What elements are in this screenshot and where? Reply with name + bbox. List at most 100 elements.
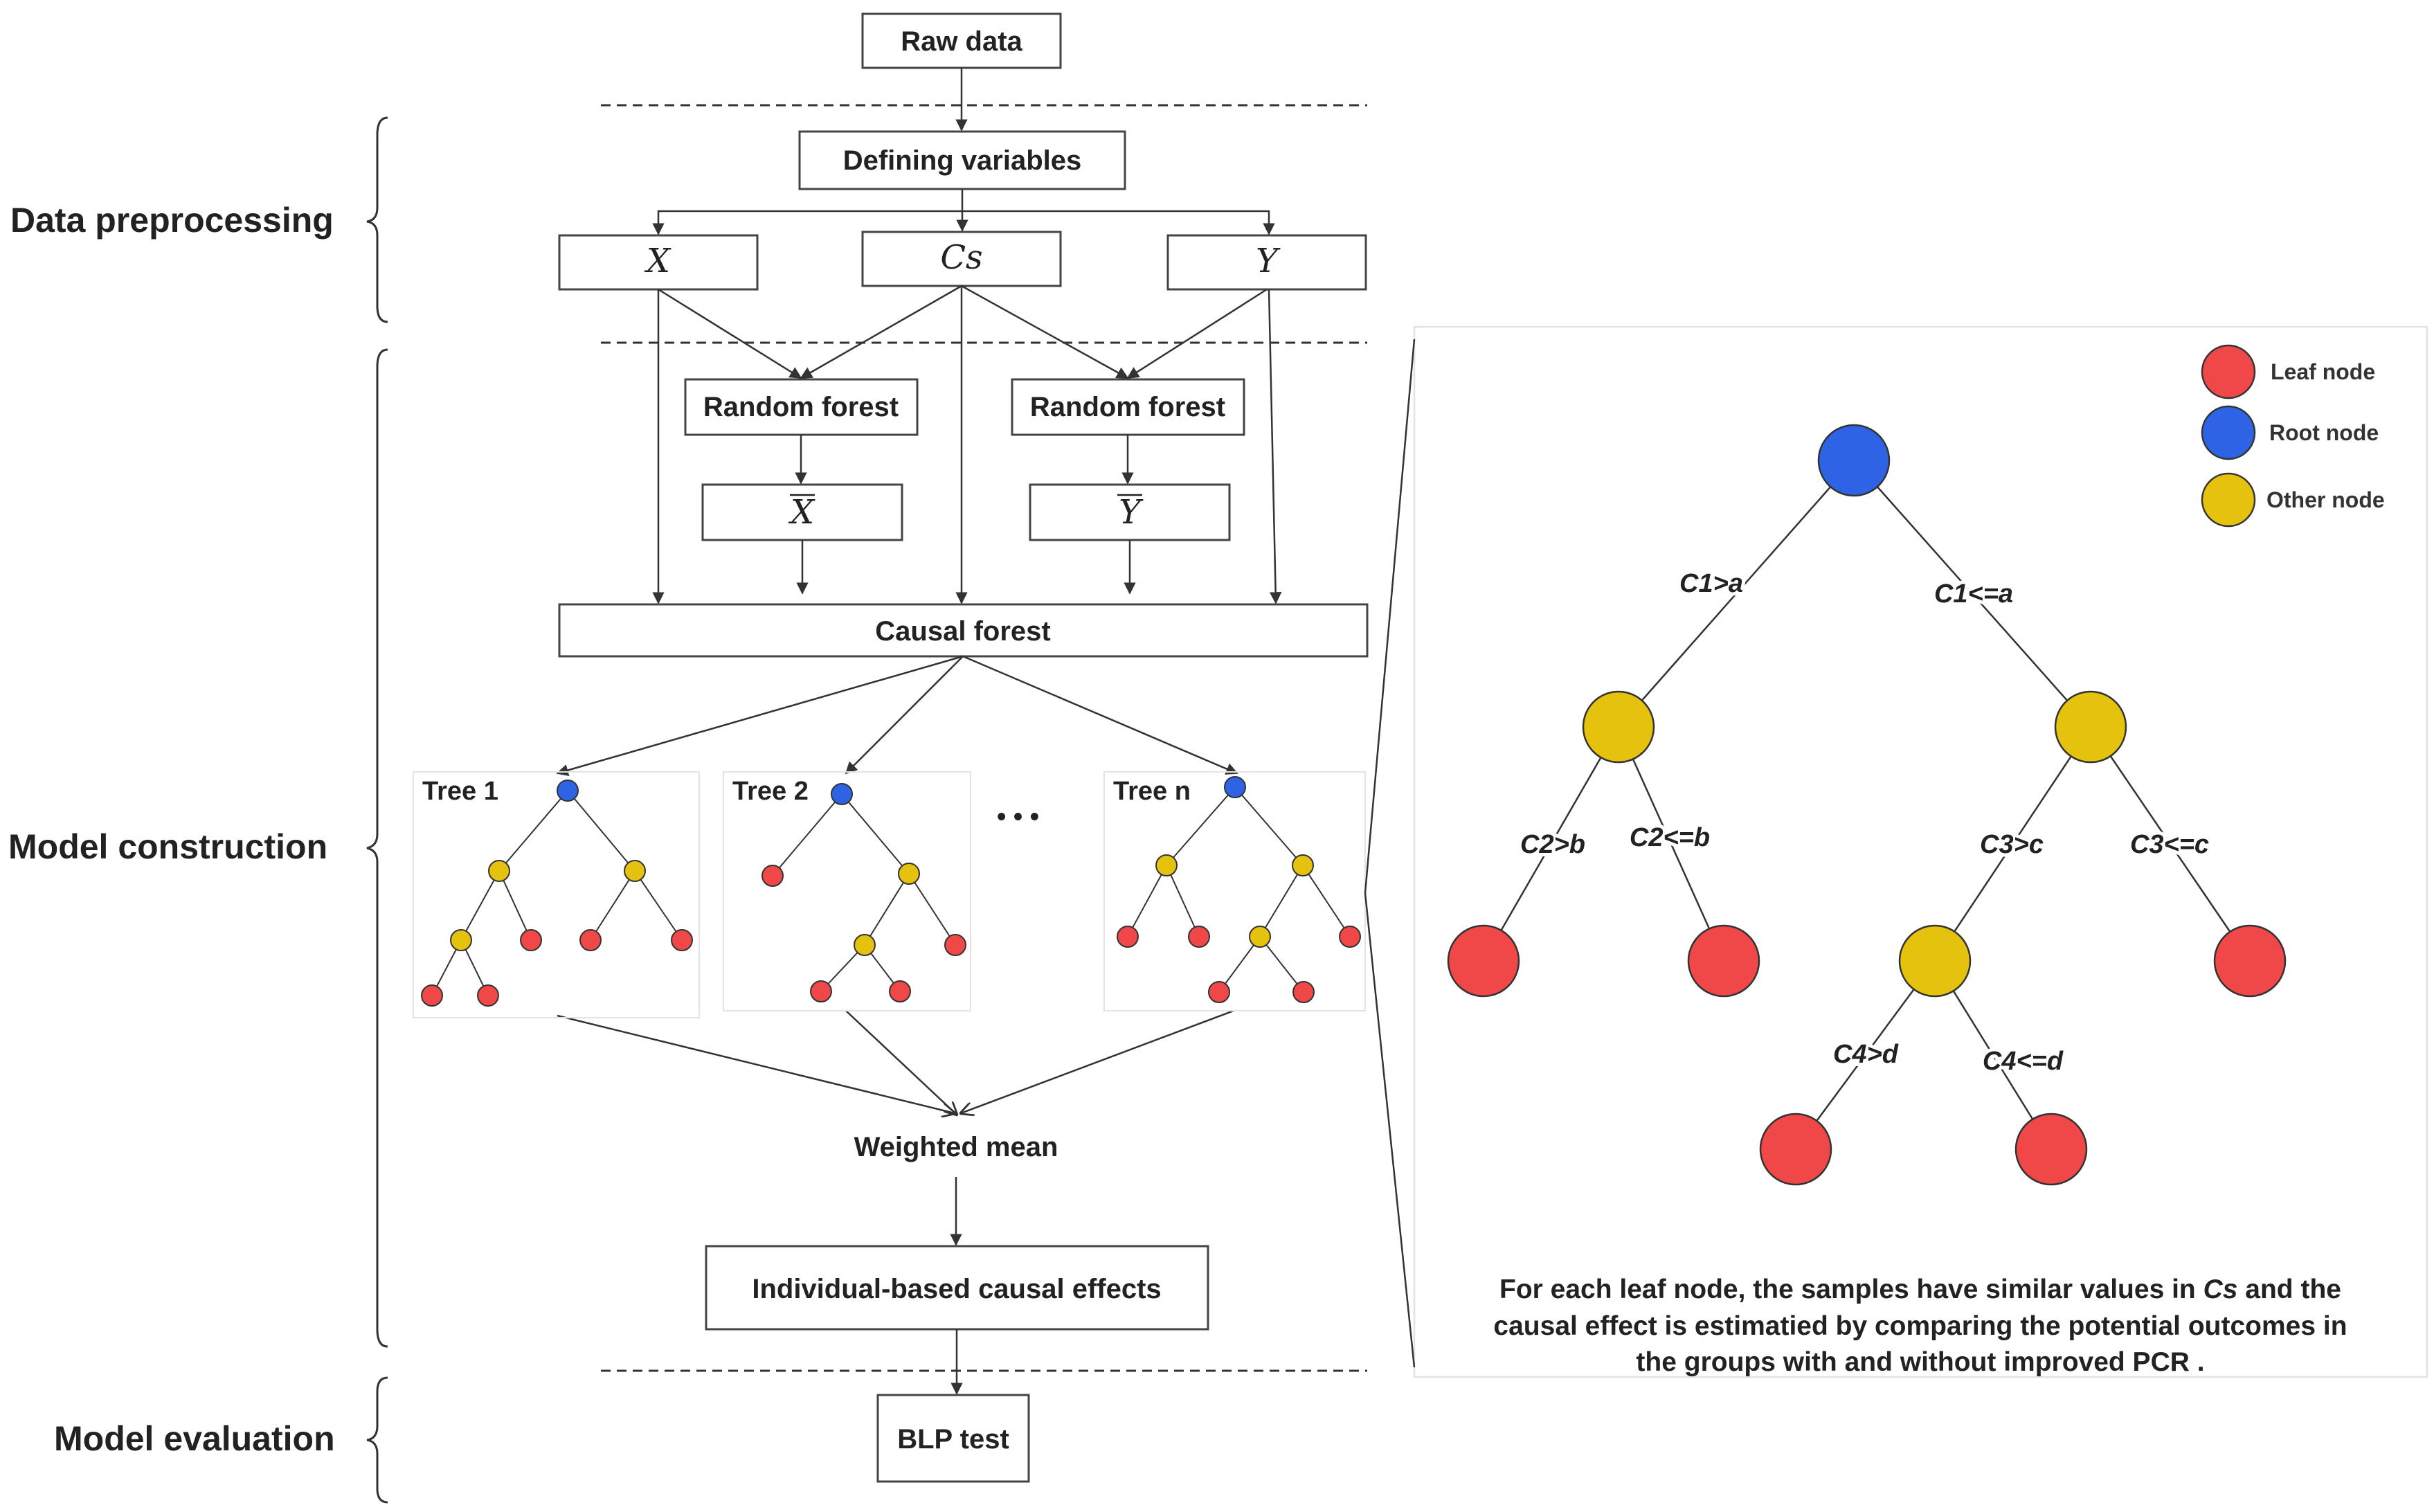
detail-leaf-node (2014, 1113, 2088, 1186)
edge-label-c4-gt: C4>d (1833, 1040, 1899, 1069)
arrow-cf-to-tree1 (556, 655, 964, 777)
raw-data-box (861, 12, 1062, 69)
zoom-line-top (1364, 339, 1416, 894)
arrow-y-to-rf-right (1126, 288, 1268, 379)
x-bar-label: X (788, 493, 815, 532)
legend-leaf-swatch (2201, 344, 2256, 399)
treen-edge (1259, 865, 1304, 937)
treen-edge (1259, 936, 1304, 993)
cs-label: Cs (940, 238, 982, 277)
bracket-evaluation (366, 1376, 388, 1504)
detail-edge (1933, 726, 2092, 962)
tree1-edge (567, 790, 635, 872)
tree2-label: Tree 2 (732, 777, 809, 806)
edge-label-c3-le: C3<=c (2130, 830, 2209, 859)
edge-label-c3-gt: C3>c (1980, 830, 2044, 859)
tree2-edge (772, 793, 842, 876)
detail-leaf-node (2213, 924, 2287, 998)
detail-leaf-node (1759, 1113, 1832, 1186)
defining-variables-box (798, 130, 1126, 190)
treen-edge (1234, 786, 1304, 866)
tree2-leaf-node (761, 865, 784, 887)
treen-leaf-node (1117, 926, 1139, 948)
treen-leaf-node (1339, 926, 1361, 948)
blp-test-label: BLP test (897, 1424, 1009, 1455)
detail-other-node (1898, 924, 1972, 998)
legend-other-label: Other node (2266, 487, 2385, 512)
tree2-edge (864, 873, 910, 946)
tree1-leaf-node (671, 929, 693, 951)
treen-leaf-node (1208, 981, 1230, 1003)
detail-tree (1447, 424, 2287, 1186)
x-bar-box (701, 483, 903, 541)
detail-edge (1482, 726, 1620, 962)
tree1-other-node (624, 860, 646, 882)
zoom-line-bottom (1364, 892, 1416, 1368)
detail-leaf-node (1447, 924, 1520, 998)
tree1-edge (498, 790, 568, 872)
causal-forest-box (558, 603, 1369, 658)
mini-trees (421, 776, 1361, 1007)
detail-edge (1617, 726, 1725, 962)
note-line-1-em: Cs (2203, 1275, 2238, 1304)
y-bar-label: Y (1119, 493, 1144, 532)
note-line-1-pre: For each leaf node, the samples have sim… (1499, 1275, 2203, 1304)
tree2-leaf-node (889, 980, 911, 1002)
tree1-edge (498, 870, 532, 941)
bracket-preprocessing (366, 116, 388, 323)
note-line-1-post: and the (2237, 1275, 2341, 1304)
treen-edge (1127, 865, 1167, 937)
detail-edge (1794, 960, 1936, 1150)
arrow-x-to-rf-left (658, 288, 802, 379)
detail-edge (2089, 726, 2251, 962)
arrow-tree2-to-mean (845, 1010, 957, 1115)
detail-panel (1413, 325, 2428, 1378)
individual-effects-label: Individual-based causal effects (752, 1274, 1161, 1304)
arrow-cs-to-rf-left (800, 285, 962, 379)
tree2-edge (841, 793, 910, 874)
arrow-define-to-x (652, 210, 962, 235)
tree1-other-node (488, 860, 510, 882)
note-line-3: the groups with and without improved PCR… (1636, 1347, 2204, 1377)
arrow-cf-to-tree2 (845, 656, 964, 775)
edge-label-c2-gt: C2>b (1520, 830, 1585, 859)
tree2-root-node (831, 783, 853, 805)
tree2-leaf-node (810, 980, 832, 1002)
legend-leaf-label: Leaf node (2271, 359, 2375, 384)
tree2-panel (723, 771, 971, 1011)
y-bar-box (1029, 483, 1231, 541)
raw-data-label: Raw data (901, 26, 1022, 57)
tree1-panel (413, 771, 700, 1018)
random-forest-left-label: Random forest (703, 392, 899, 422)
arrow-treen-to-mean (961, 1009, 1234, 1113)
arrow-cf-to-treen (962, 655, 1238, 775)
arrow-tree1-to-mean (557, 1014, 955, 1113)
tree1-root-node (557, 780, 579, 802)
legend-other-swatch (2201, 472, 2256, 528)
stage-preprocessing: Data preprocessing (10, 201, 334, 240)
tree2-leaf-node (944, 934, 966, 956)
detail-leaf-node (1687, 924, 1760, 998)
flow-arrows (556, 68, 1282, 1395)
y-label: Y (1256, 242, 1281, 280)
legend: Leaf node Root node Other node (2201, 344, 2385, 528)
bracket-construction (366, 348, 388, 1348)
causal-forest-label: Causal forest (875, 616, 1050, 647)
tree2-edge (908, 873, 956, 946)
treen-other-node (1292, 854, 1314, 876)
treen-edge (1302, 865, 1351, 937)
tree1-edge (634, 870, 683, 941)
stage-construction: Model construction (8, 827, 327, 866)
treen-edge (1218, 936, 1261, 993)
trees-ellipsis: • • • (997, 802, 1039, 831)
random-forest-right-box (1011, 378, 1245, 436)
treen-root-node (1224, 776, 1246, 798)
treen-other-node (1249, 926, 1271, 948)
tree2-other-node (898, 863, 920, 885)
detail-other-node (2054, 690, 2127, 764)
detail-edge (1618, 460, 1855, 728)
arrow-y-to-cf (1268, 289, 1282, 604)
arrow-define-to-y (962, 210, 1275, 235)
random-forest-right-label: Random forest (1030, 392, 1225, 422)
